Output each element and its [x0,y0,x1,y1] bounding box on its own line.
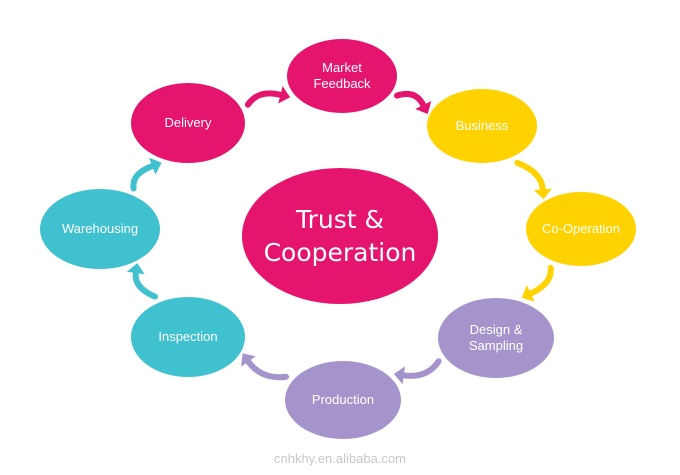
flow-arrow-head [521,285,535,302]
flow-arrow-shaft [400,358,442,379]
flow-arrow-business-to-co-operation [514,159,552,200]
flow-arrow-shaft [132,270,158,300]
flow-arrow-head [149,157,162,175]
flow-arrow-warehousing-to-delivery [130,157,162,192]
flow-arrow-shaft [527,264,554,297]
node-label-design-sampling: Design & Sampling [468,322,524,353]
flow-arrow-head [241,353,256,367]
flow-arrow-shaft [244,90,284,108]
node-inspection: Inspection [131,297,245,377]
node-label-production: Production [311,392,375,407]
flow-arrow-shaft [245,358,289,381]
flow-arrow-head [126,263,145,275]
flow-arrow-market-feedback-to-business [394,90,432,114]
flow-arrow-head [278,86,291,104]
flow-arrow-co-operation-to-design-sampling [521,264,554,302]
node-label-market-feedback: Market Feedback [313,60,371,91]
flow-arrow-production-to-inspection [241,353,289,381]
node-label-warehousing: Warehousing [61,221,139,236]
node-label-co-operation: Co-Operation [541,221,621,236]
flow-arrow-head [415,101,432,114]
flow-arrow-shaft [394,90,427,108]
node-label-inspection: Inspection [158,329,218,344]
flow-arrow-design-sampling-to-production [393,358,442,385]
node-label-delivery: Delivery [164,115,212,130]
flow-arrow-head [393,366,405,385]
node-business: Business [427,89,537,163]
center-node-label: Trust & Cooperation [263,205,417,267]
node-production: Production [285,361,401,439]
flow-arrow-inspection-to-warehousing [126,263,158,300]
node-delivery: Delivery [131,83,245,163]
flow-arrow-shaft [514,159,546,193]
watermark-text: cnhkhy.en.alibaba.com [273,451,406,466]
flow-arrow-delivery-to-market-feedback [244,86,291,108]
node-design-sampling: Design & Sampling [438,298,554,378]
flow-arrow-head [533,188,552,200]
node-co-operation: Co-Operation [526,192,636,266]
node-warehousing: Warehousing [40,189,160,269]
node-market-feedback: Market Feedback [287,39,397,113]
center-node-trust-cooperation: Trust & Cooperation [242,168,438,304]
flow-arrow-shaft [130,163,156,192]
node-label-business: Business [455,118,509,133]
